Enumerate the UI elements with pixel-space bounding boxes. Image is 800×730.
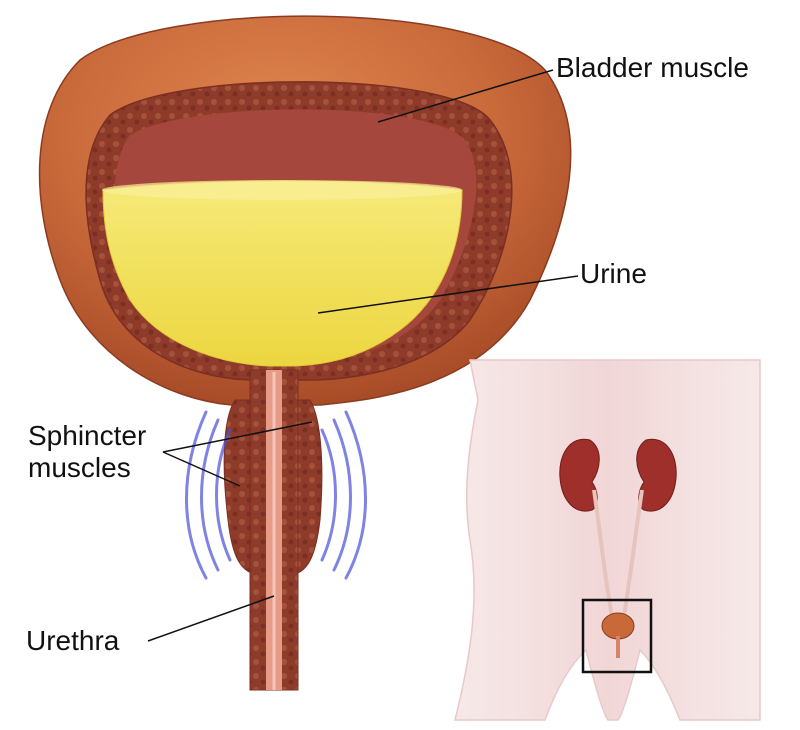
body-inset [454,359,761,721]
inset-box [581,598,653,674]
sphincter-waves [185,410,367,580]
label-sphincter-line2: muscles [28,452,131,483]
leader-lines [147,69,579,642]
label-sphincter-muscles: Sphincter muscles [28,420,146,484]
leader-urethra [147,595,275,642]
leader-sphincter-right [162,421,313,453]
label-bladder-muscle: Bladder muscle [556,52,749,83]
leader-urine [317,275,579,314]
kidney-right [636,438,677,512]
urethra-illustration [223,369,323,691]
bladder-illustration [38,15,572,406]
label-sphincter-line1: Sphincter [28,420,147,451]
leader-bladder-muscle [377,69,554,123]
label-urine: Urine [580,258,647,289]
leader-sphincter-left [162,451,241,487]
mini-bladder [601,612,635,640]
body-silhouette [454,359,761,721]
kidney-left [559,438,600,512]
label-urethra: Urethra [26,625,120,656]
